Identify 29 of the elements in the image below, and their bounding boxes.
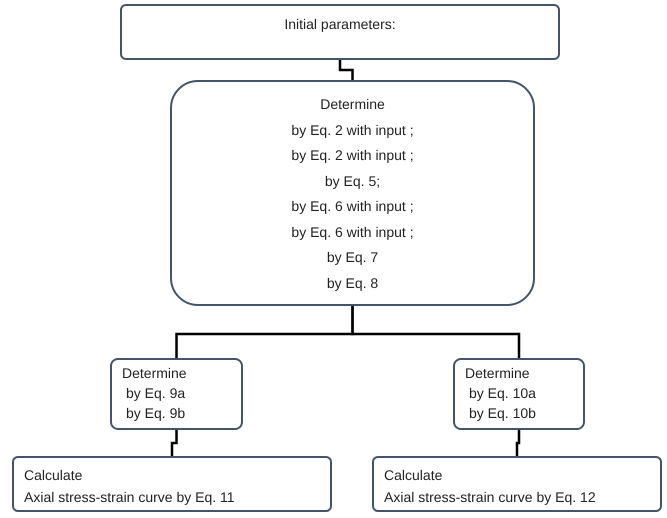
connector-line — [351, 306, 520, 358]
process-box — [372, 456, 662, 512]
process-box — [110, 358, 243, 430]
box-text: by Eq. 2 with input ; — [291, 120, 414, 140]
box-text: Initial parameters: — [284, 15, 396, 34]
connector-line — [338, 60, 354, 80]
box-text: by Eq. 10b — [468, 404, 536, 423]
process-box — [12, 456, 332, 512]
box-text: Determine — [320, 95, 385, 114]
box-text: Calculate — [384, 466, 442, 485]
box-text: by Eq. 2 with input ; — [291, 146, 414, 165]
box-text: Determine — [465, 364, 530, 383]
box-text: Calculate — [24, 466, 82, 485]
box-text: by Eq. 6 with input ; — [291, 222, 414, 242]
box-text: Axial stress-strain curve by Eq. 12 — [384, 488, 596, 507]
box-text: by Eq. 8 — [326, 274, 378, 293]
connector-line — [516, 430, 520, 456]
box-text: Axial stress-strain curve by Eq. 11 — [24, 488, 235, 507]
box-text: by Eq. 5; — [324, 172, 380, 191]
process-box — [453, 358, 585, 430]
box-text: by Eq. 7 — [326, 248, 378, 267]
box-text: by Eq. 10a — [468, 384, 536, 403]
box-text: by Eq. 6 with input ; — [291, 197, 414, 216]
process-box — [120, 4, 560, 60]
box-text: by Eq. 9b — [125, 404, 186, 423]
box-text: Determine — [122, 364, 187, 383]
process-box — [170, 80, 535, 306]
box-text: by Eq. 9a — [125, 384, 186, 403]
connector-line — [170, 430, 178, 456]
